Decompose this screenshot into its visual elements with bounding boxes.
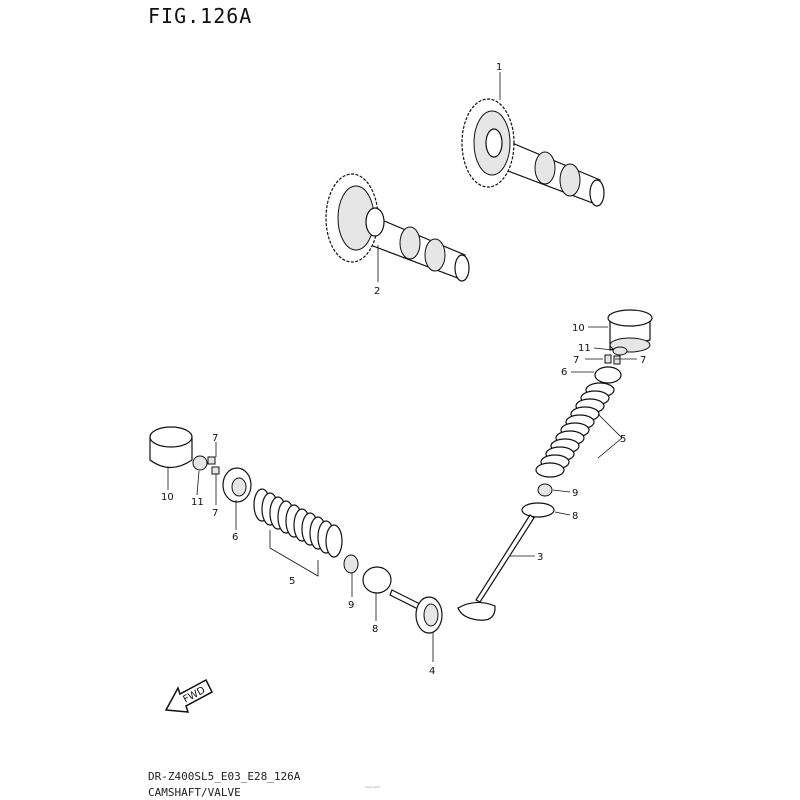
callout-camshaft-2: 2 bbox=[374, 286, 380, 297]
model-code: DR-Z400SL5_E03_E28_126A bbox=[148, 770, 301, 783]
figure-title: FIG.126A bbox=[148, 4, 253, 28]
seal-left[interactable] bbox=[343, 554, 359, 574]
cotter-right-2[interactable] bbox=[613, 355, 621, 365]
cotter-left-1[interactable] bbox=[207, 456, 216, 465]
retainer-left[interactable] bbox=[222, 467, 252, 503]
callout-shim-left: 11 bbox=[191, 497, 204, 508]
fwd-label: FWD bbox=[181, 685, 207, 706]
callout-valve-3: 3 bbox=[537, 552, 543, 563]
spring-right[interactable] bbox=[535, 382, 615, 478]
fwd-arrow-icon: FWD bbox=[164, 678, 213, 713]
cotter-left-2[interactable] bbox=[211, 466, 220, 475]
seat-left[interactable] bbox=[362, 566, 392, 594]
callout-shim-right: 11 bbox=[578, 343, 591, 354]
shim-left[interactable] bbox=[192, 455, 208, 471]
retainer-right[interactable] bbox=[594, 366, 622, 384]
valve-4[interactable] bbox=[389, 589, 443, 634]
spring-left[interactable] bbox=[253, 488, 343, 558]
callout-spring-right: 5 bbox=[620, 434, 626, 445]
callout-seal-right: 9 bbox=[572, 488, 578, 499]
tappet-left[interactable] bbox=[149, 426, 193, 469]
callout-cotter-left-2: 7 bbox=[212, 508, 218, 519]
camshaft-1[interactable] bbox=[461, 98, 605, 207]
callout-valve-4: 4 bbox=[429, 666, 435, 677]
seat-right[interactable] bbox=[521, 502, 555, 518]
callout-retainer-left: 6 bbox=[232, 532, 238, 543]
callout-tappet-right: 10 bbox=[572, 323, 585, 334]
callout-seat-right: 8 bbox=[572, 511, 578, 522]
callout-retainer-right: 6 bbox=[561, 367, 567, 378]
fine-print: Copyright bbox=[365, 785, 380, 789]
callout-spring-left: 5 bbox=[289, 576, 295, 587]
callout-cotter-right-1: 7 bbox=[573, 355, 579, 366]
callout-cotter-right-2: 7 bbox=[640, 355, 646, 366]
leader-lines bbox=[167, 72, 637, 662]
valve-3[interactable] bbox=[457, 514, 535, 621]
callout-camshaft-1: 1 bbox=[496, 62, 502, 73]
camshaft-2[interactable] bbox=[325, 173, 470, 282]
tappet-right[interactable] bbox=[607, 309, 653, 353]
cotter-right-1[interactable] bbox=[604, 354, 612, 364]
callout-tappet-left: 10 bbox=[161, 492, 174, 503]
shim-right[interactable] bbox=[612, 346, 628, 356]
callout-cotter-left-1: 7 bbox=[212, 433, 218, 444]
callout-seat-left: 8 bbox=[372, 624, 378, 635]
callout-seal-left: 9 bbox=[348, 600, 354, 611]
section-name: CAMSHAFT/VALVE bbox=[148, 786, 241, 799]
seal-right[interactable] bbox=[537, 483, 553, 497]
